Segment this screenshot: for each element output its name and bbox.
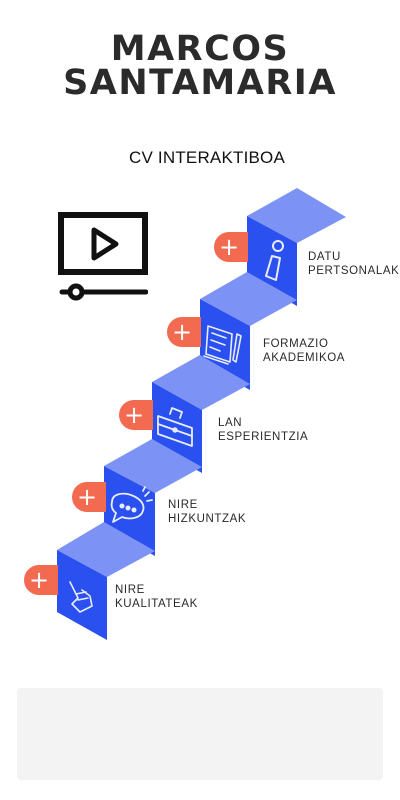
title-first-name: MARCOS (110, 29, 290, 69)
step-label-nire-kualitateak[interactable]: NIRE KUALITATEAK (115, 584, 198, 610)
video-play-icon[interactable] (58, 212, 148, 302)
briefcase-icon (157, 407, 193, 447)
step-label-nire-hizkuntzak[interactable]: NIRE HIZKUNTZAK (168, 499, 247, 525)
expand-formazio-akademikoa-button[interactable]: + (167, 317, 201, 347)
step-label-formazio-akademikoa[interactable]: FORMAZIO AKADEMIKOA (263, 338, 346, 364)
person-icon (265, 240, 284, 281)
step-label-datu-pertsonalak[interactable]: DATU PERTSONALAK (308, 251, 400, 277)
expand-lan-esperientzia-button[interactable]: + (119, 400, 153, 430)
speech-bubble-icon (110, 486, 153, 523)
expand-nire-kualitateak-button[interactable]: + (24, 565, 58, 595)
page-title: MARCOS SANTAMARIA (0, 29, 400, 103)
expand-nire-hizkuntzak-button[interactable]: + (72, 482, 106, 512)
step-nire-kualitateak[interactable] (57, 522, 155, 640)
title-last-name: SANTAMARIA (63, 63, 337, 103)
expand-datu-pertsonalak-button[interactable]: + (214, 232, 248, 262)
diploma-icon (203, 325, 242, 365)
step-label-lan-esperientzia[interactable]: LAN ESPERIENTZIA (218, 417, 309, 443)
bottom-panel (17, 688, 383, 780)
page-subtitle: CV INTERAKTIBOA (128, 148, 286, 167)
hand-icon (69, 581, 93, 613)
